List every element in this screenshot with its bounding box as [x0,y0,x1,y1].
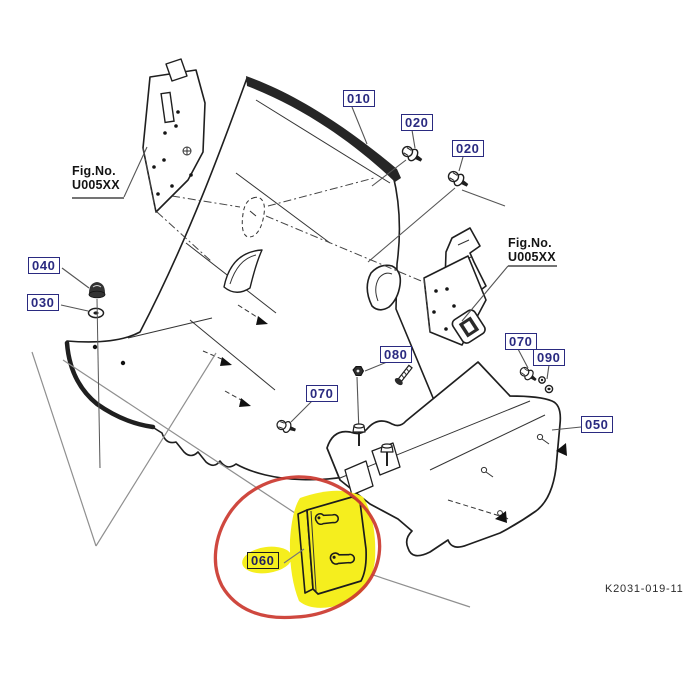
clip-hook-bottom [329,552,356,565]
fig-reference-left-line1: Fig.No. [72,164,116,178]
fig-reference-left: Fig.No. U005XX [72,164,120,192]
fender-panel [64,76,452,481]
cap-nut-040 [88,282,106,299]
latch-clip [451,309,486,344]
part-label-020-a: 020 [401,114,433,131]
fender-lip [246,76,401,182]
stud-bolt [380,443,394,466]
cover-screws [480,433,567,523]
mount-direction-arrows [202,304,268,407]
fig-reference-right-line2: U005XX [508,250,556,264]
bolt-020-b [445,167,472,192]
stud-axis-line [96,298,101,469]
fasteners [87,142,554,469]
under-cover [326,361,567,557]
fig-reference-right-line1: Fig.No. [508,236,552,250]
fender-hump [366,264,402,311]
part-label-010: 010 [343,90,375,107]
clip-hook-top [314,513,339,525]
mounting-plate-right [423,227,487,346]
part-label-040: 040 [28,257,60,274]
fig-reference-right: Fig.No. U005XX [508,236,556,264]
drawing-reference-code: K2031-019-11 [605,583,684,595]
teardrop-hole [241,196,265,238]
part-label-070-middle: 070 [306,385,338,402]
part-label-030: 030 [27,294,59,311]
part-label-090: 090 [533,349,565,366]
nut-090 [538,376,554,394]
part-label-080: 080 [380,346,412,363]
bolt-070-right [517,364,540,385]
part-label-050: 050 [581,416,613,433]
fig-reference-left-line2: U005XX [72,178,120,192]
stud-bolt [352,423,366,446]
part-label-060-highlighted: 060 [247,552,279,569]
part-label-070-right: 070 [505,333,537,350]
mounting-plate-left [142,58,206,213]
plate-holes [152,110,193,196]
washer-030 [87,307,105,319]
callout-leaders [60,106,582,431]
part-label-020-b: 020 [452,140,484,157]
wheel-arch-edge [64,340,156,430]
fender-slot [223,249,263,293]
bracket-060 [283,496,367,595]
nut-080 [352,366,365,376]
red-highlight-circle [213,475,382,620]
construction-leader-lines [31,159,506,608]
loose-bolt [394,364,413,386]
